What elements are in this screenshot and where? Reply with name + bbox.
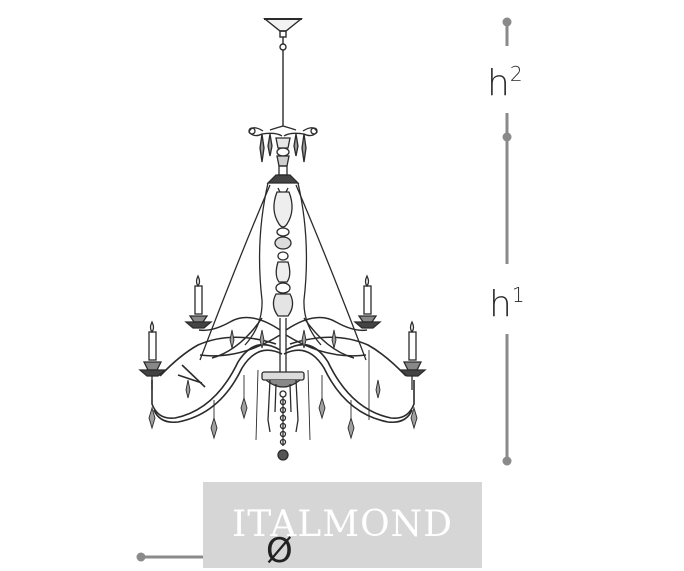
candle-inner-right xyxy=(353,274,382,329)
height-dimension-line xyxy=(502,17,512,466)
height-overall-label: h1 xyxy=(489,284,525,325)
upper-crown xyxy=(248,125,318,167)
upper-arms xyxy=(198,316,368,359)
candle-outer-right xyxy=(398,320,427,390)
candle-outer-left xyxy=(138,320,167,390)
diameter-label: Ø xyxy=(266,531,293,571)
ceiling-canopy xyxy=(263,18,303,126)
h1-index: 1 xyxy=(511,283,525,307)
candle-inner-left xyxy=(184,274,213,329)
h2-symbol: h xyxy=(487,63,510,104)
lower-bowl xyxy=(261,371,305,461)
watermark-text: ITALMOND xyxy=(232,504,453,545)
h2-index: 2 xyxy=(509,62,523,86)
central-stem xyxy=(199,165,367,372)
watermark-logo: ITALMOND xyxy=(203,482,482,568)
height-suspension-label: h2 xyxy=(487,63,523,104)
h1-symbol: h xyxy=(489,284,512,325)
crystal-pendants xyxy=(148,329,418,441)
lower-arms xyxy=(151,336,415,424)
